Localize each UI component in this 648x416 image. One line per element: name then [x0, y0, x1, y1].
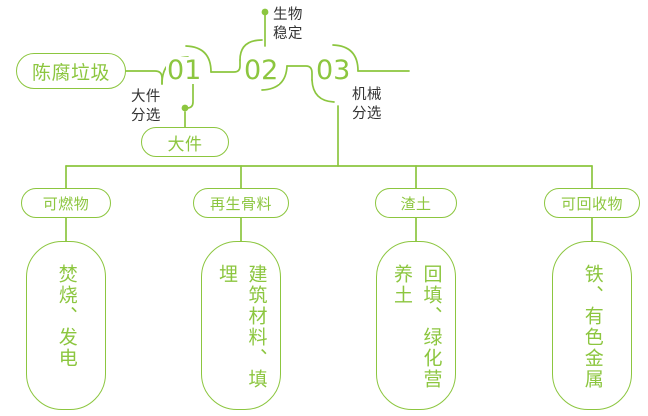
result-box-3[interactable]: 回填、绿化营养土: [376, 241, 456, 410]
category-pill-4[interactable]: 可回收物: [544, 188, 640, 218]
result-text-1: 焚烧、发电: [55, 264, 78, 369]
wire-01-to-02: [210, 59, 241, 73]
result-box-4[interactable]: 铁、有色金属: [552, 241, 632, 410]
result-text-2: 建筑材料、填埋: [216, 264, 268, 390]
node-branch-output-daijian[interactable]: 大件: [141, 127, 229, 157]
category-pill-3[interactable]: 渣土: [375, 188, 457, 218]
result-text-4: 铁、有色金属: [581, 264, 604, 390]
category-pill-1[interactable]: 可燃物: [21, 188, 111, 218]
wire-02-to-03: [286, 65, 313, 81]
node-source[interactable]: 陈腐垃圾: [16, 53, 126, 89]
dot-biostable: [261, 8, 269, 16]
wire-source-to-01: [125, 70, 163, 85]
stage-number-02[interactable]: 02: [243, 55, 280, 86]
stage-number-01[interactable]: 01: [166, 55, 203, 86]
stage-note-02: 生物 稳定: [273, 7, 303, 42]
dot-daijian: [181, 104, 189, 112]
result-text-3: 回填、绿化营养土: [391, 264, 443, 390]
result-box-2[interactable]: 建筑材料、填埋: [201, 241, 281, 410]
stage-note-01: 大件 分选: [131, 89, 161, 124]
stage-number-03[interactable]: 03: [315, 55, 352, 86]
category-pill-2[interactable]: 再生骨料: [193, 188, 289, 218]
result-box-1[interactable]: 焚烧、发电: [26, 241, 106, 410]
stage-note-03: 机械 分选: [352, 87, 382, 122]
